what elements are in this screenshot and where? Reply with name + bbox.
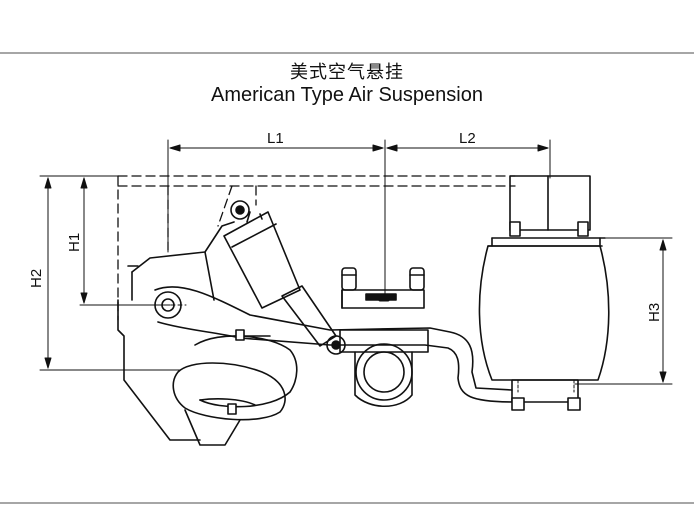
trailing-arm bbox=[154, 286, 516, 403]
chassis-frame-dashed bbox=[117, 175, 516, 321]
pivot-bushing bbox=[149, 291, 187, 319]
dim-label-l2: L2 bbox=[459, 130, 476, 147]
dim-label-h3: H3 bbox=[646, 303, 663, 322]
front-air-spring bbox=[478, 175, 610, 411]
axle-clamp bbox=[339, 267, 429, 407]
title-chinese: 美式空气悬挂 bbox=[290, 62, 404, 83]
shock-absorber bbox=[223, 200, 346, 355]
hanger-bracket bbox=[117, 221, 235, 441]
title-english: American Type Air Suspension bbox=[210, 84, 483, 106]
lower-air-bag bbox=[172, 329, 298, 446]
dim-label-l1: L1 bbox=[267, 130, 284, 147]
dim-label-h1: H1 bbox=[66, 233, 83, 252]
dim-label-h2: H2 bbox=[28, 269, 45, 288]
